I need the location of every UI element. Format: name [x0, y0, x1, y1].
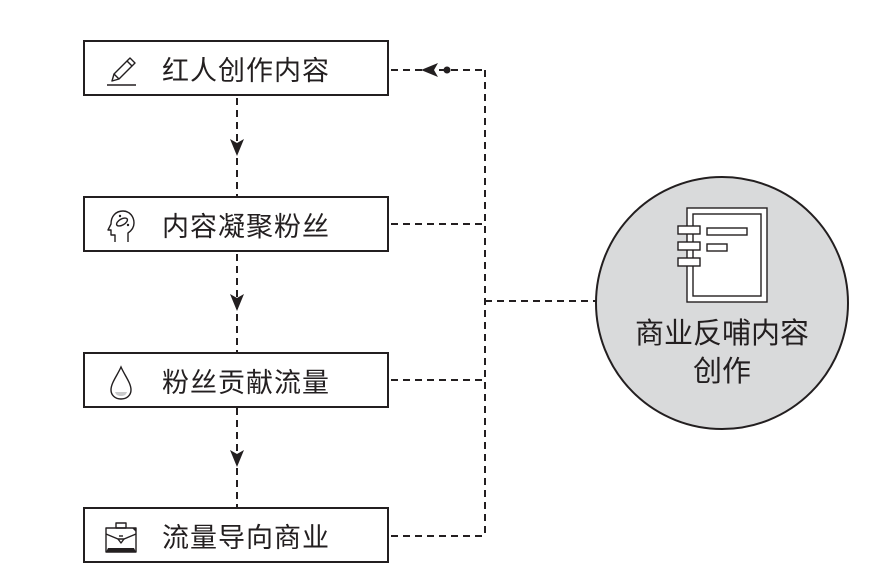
hub-label-line1: 商业反哺内容 — [634, 316, 809, 350]
step-box-fans-traffic: 粉丝贡献流量 — [83, 352, 389, 408]
step-label: 流量导向商业 — [162, 522, 330, 554]
briefcase-icon — [105, 522, 137, 553]
step-label: 内容凝聚粉丝 — [162, 211, 330, 243]
hub-label-line2: 创作 — [692, 354, 751, 388]
step-box-create-content: 红人创作内容 — [83, 40, 389, 96]
water-drop-icon — [110, 365, 132, 400]
hub-label: 商业反哺内容 创作 — [597, 314, 847, 390]
pencil-icon — [107, 57, 136, 86]
notebook-icon — [677, 207, 768, 303]
step-box-traffic-business: 流量导向商业 — [83, 507, 389, 563]
head-brain-icon — [107, 210, 135, 242]
arrowhead-down-1 — [230, 139, 244, 156]
step-label: 粉丝贡献流量 — [162, 367, 330, 399]
hub-circle-business-feedback: 商业反哺内容 创作 — [595, 176, 849, 430]
arrowhead-down-3 — [230, 450, 244, 467]
arrowhead-down-2 — [230, 294, 244, 311]
feedback-dot — [443, 66, 451, 74]
step-label: 红人创作内容 — [162, 55, 330, 87]
arrowhead-left-feedback — [421, 63, 438, 77]
step-box-gather-fans: 内容凝聚粉丝 — [83, 196, 389, 252]
